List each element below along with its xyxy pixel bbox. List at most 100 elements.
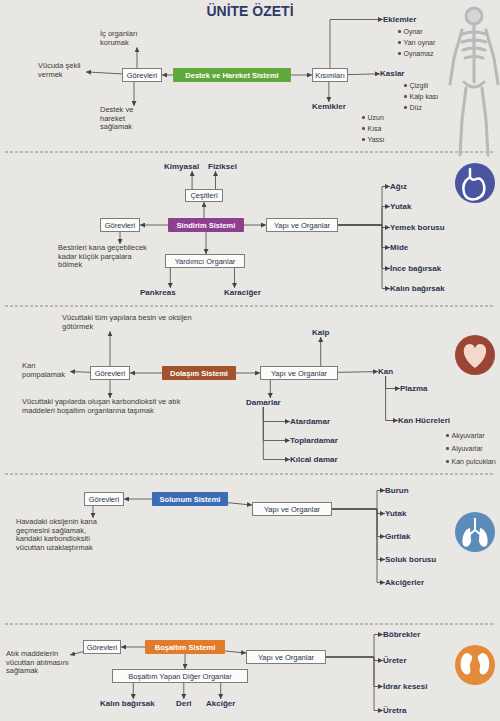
connector-arrow [263, 407, 290, 422]
item-node: Kan [378, 367, 393, 376]
item-node: Pankreas [140, 288, 176, 297]
node-text: Akciğerler [385, 578, 424, 587]
node-text: Görevleri [89, 495, 119, 504]
item-node: Damarlar [246, 398, 281, 407]
connector-arrow [204, 202, 205, 218]
system-box: Destek ve Hareket Sistemi [173, 68, 291, 82]
item-node: Deri [176, 699, 192, 708]
item-node: Böbrekler [383, 630, 420, 639]
item-node: Kılcal damar [290, 455, 338, 464]
node-text: Eklemler [383, 15, 416, 24]
bullet-item: Düz [404, 104, 422, 111]
node-text: Boşaltım Sistemi [155, 643, 215, 652]
node-text: Görevleri [127, 71, 157, 80]
connector-arrow [124, 499, 152, 500]
connector-arrow [220, 683, 221, 699]
category-box: Görevleri [83, 640, 121, 654]
connector-arrow [244, 225, 266, 226]
item-node: Burun [385, 486, 409, 495]
item-node: Ağız [390, 182, 407, 191]
connector-arrow [206, 232, 207, 254]
item-node: Yutak [390, 202, 411, 211]
connector-arrow [348, 73, 380, 75]
task-note: Havadaki oksijenin kana geçmesini sağlam… [16, 518, 102, 553]
node-text: Sindirim Sistemi [177, 221, 236, 230]
connector-arrow [326, 635, 383, 658]
node-text: Kılcal damar [290, 455, 338, 464]
connector-arrow [225, 651, 246, 653]
category-box: Görevleri [90, 366, 130, 380]
connector-arrow [386, 376, 398, 421]
bullet-item: Kısa [362, 125, 382, 132]
node-text: Deri [176, 699, 192, 708]
bullet-text: Düz [410, 104, 422, 111]
node-text: Yapı ve Organlar [271, 369, 327, 378]
connector-arrow [328, 82, 329, 102]
bullet-dot [398, 52, 401, 55]
node-text: Görevleri [105, 221, 135, 230]
bullet-item: Kalp kası [404, 93, 438, 100]
connector-arrow [110, 331, 111, 366]
node-text: Akciğer [206, 699, 235, 708]
connector-arrow [192, 171, 193, 189]
connector-arrow [140, 225, 168, 226]
connector-arrow [338, 207, 390, 226]
node-text: İnce bağırsak [390, 264, 441, 273]
connector-arrow [120, 232, 121, 244]
node-text: İç organları korumak [100, 29, 138, 47]
category-box: Boşaltım Yapan Diğer Organlar [112, 669, 248, 683]
node-text: Toplardamar [290, 436, 338, 445]
bullet-dot [446, 434, 449, 437]
node-text: Vücuda şekil vermek [38, 61, 81, 79]
task-note: Atık maddelerin vücuttan atılmasını sağl… [6, 650, 70, 676]
connector-arrow [70, 371, 90, 373]
node-text: Karaciğer [224, 288, 261, 297]
node-text: Yemek borusu [390, 223, 445, 232]
item-node: Atardamar [290, 417, 330, 426]
task-note: İç organları korumak [100, 30, 152, 47]
node-text: Yapı ve Organlar [264, 505, 320, 514]
item-node: Kalın bağırsak [100, 699, 155, 708]
lungs-icon [455, 512, 495, 552]
category-box: Yapı ve Organlar [266, 218, 338, 232]
item-node: İdrar kesesi [383, 682, 427, 691]
node-text: Havadaki oksijenin kana geçmesini sağlam… [16, 517, 97, 552]
node-text: Kimyasal [164, 162, 199, 171]
dashed-separator [5, 306, 495, 307]
node-text: Fiziksel [208, 162, 237, 171]
bullet-dot [404, 106, 407, 109]
connector-arrow [326, 657, 383, 711]
connector-arrow [134, 82, 135, 106]
connector-arrow [86, 72, 122, 74]
item-node: Kemikler [312, 102, 346, 111]
stomach-icon [455, 163, 495, 203]
bullet-text: Oynar [404, 28, 423, 35]
bullet-text: Kan pulcukları [452, 458, 496, 465]
connector-arrow [386, 376, 400, 389]
bullet-text: Kısa [368, 125, 382, 132]
connector-arrow [330, 20, 383, 69]
node-text: Vücuttaki yapılarda oluşan karbondioksit… [22, 397, 180, 415]
node-text: Mide [390, 243, 408, 252]
item-node: Karaciğer [224, 288, 261, 297]
bullet-dot [404, 84, 407, 87]
task-note: Besinleri kana geçebilecek kadar küçük p… [58, 244, 154, 270]
node-text: Kan Hücreleri [398, 416, 450, 425]
node-text: Yutak [385, 509, 406, 518]
bullet-text: Yassı [368, 136, 385, 143]
bullet-text: Akyuvarlar [452, 432, 485, 439]
node-text: İdrar kesesi [383, 682, 427, 691]
node-text: Pankreas [140, 288, 176, 297]
bullet-text: Yarı oynar [404, 39, 436, 46]
connector-arrow [183, 683, 184, 699]
bullet-item: Oynar [398, 28, 423, 35]
connector-arrow [291, 75, 312, 76]
node-text: Kalın bağırsak [100, 699, 155, 708]
node-text: Yapı ve Organlar [258, 653, 314, 662]
item-node: Yemek borusu [390, 223, 445, 232]
bullet-item: Akyuvarlar [446, 432, 485, 439]
bullet-dot [362, 127, 365, 130]
connector-layer [70, 20, 400, 711]
node-text: Üreter [383, 656, 407, 665]
